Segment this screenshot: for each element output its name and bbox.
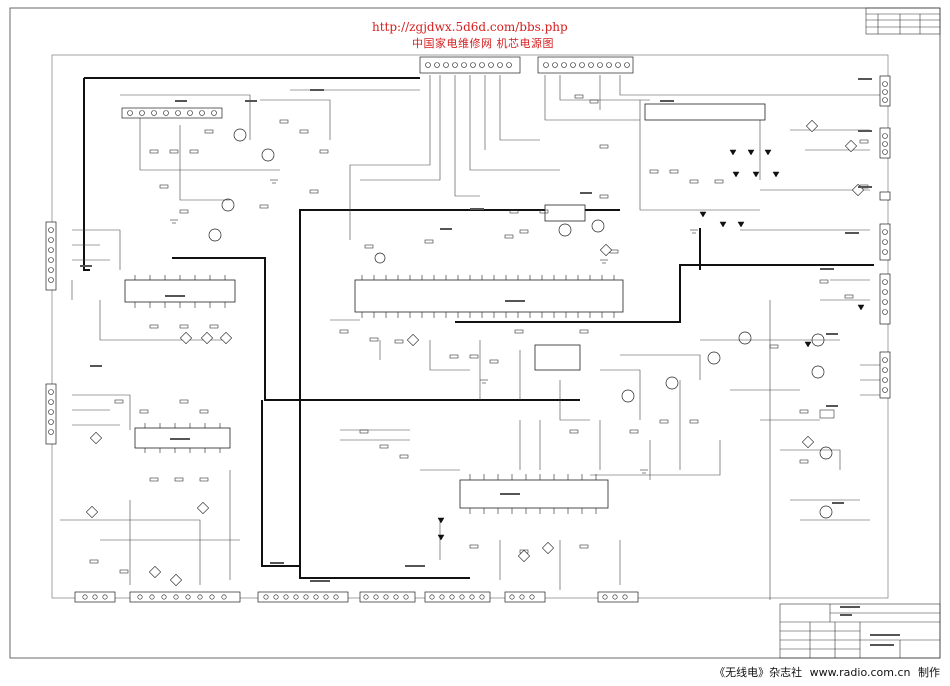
ic-memory bbox=[534, 344, 581, 371]
connector-bottom-3 bbox=[257, 591, 349, 603]
connector-bottom-5 bbox=[424, 591, 491, 603]
revision-table bbox=[865, 7, 941, 35]
made-by-text: 制作 bbox=[918, 666, 940, 679]
signal-wiring bbox=[60, 75, 880, 600]
module-top-left bbox=[121, 107, 223, 119]
magazine-name: 《无线电》杂志社 bbox=[714, 666, 803, 679]
connectors bbox=[45, 56, 891, 603]
diagram-title: 中国家电维修网 机芯电源图 bbox=[412, 37, 554, 50]
ic-main-processor bbox=[354, 279, 624, 313]
connector-pins bbox=[48, 62, 888, 600]
designator-marks bbox=[80, 78, 900, 646]
connector-right-6 bbox=[879, 351, 891, 399]
ic-deflection bbox=[124, 279, 236, 303]
connector-bottom-2 bbox=[129, 591, 241, 603]
passive-components bbox=[89, 94, 869, 574]
website-text: www.radio.com.cn bbox=[809, 666, 911, 679]
connector-right-3 bbox=[879, 191, 891, 201]
connector-top-right bbox=[537, 56, 634, 74]
ground-symbols bbox=[170, 179, 698, 474]
drawing-border bbox=[9, 7, 941, 659]
integrated-circuits bbox=[124, 103, 766, 509]
ic-pins bbox=[134, 275, 615, 514]
ic-tuner-decoder bbox=[459, 479, 609, 509]
source-url: http://zgjdwx.5d6d.com/bbs.php bbox=[372, 20, 568, 34]
ic-video-proc bbox=[644, 103, 766, 121]
ic-regulator bbox=[544, 204, 586, 222]
publisher-credit: 《无线电》杂志社 www.radio.com.cn 制作 bbox=[710, 664, 940, 680]
connector-top-left bbox=[419, 56, 521, 74]
connector-bottom-7 bbox=[597, 591, 639, 603]
main-bus-traces bbox=[83, 77, 874, 579]
transistors bbox=[208, 128, 833, 519]
test-points bbox=[85, 119, 865, 587]
connector-left-upper bbox=[45, 221, 57, 291]
title-block bbox=[779, 603, 941, 659]
connector-bottom-6 bbox=[504, 591, 546, 603]
connector-right-5 bbox=[879, 273, 891, 325]
